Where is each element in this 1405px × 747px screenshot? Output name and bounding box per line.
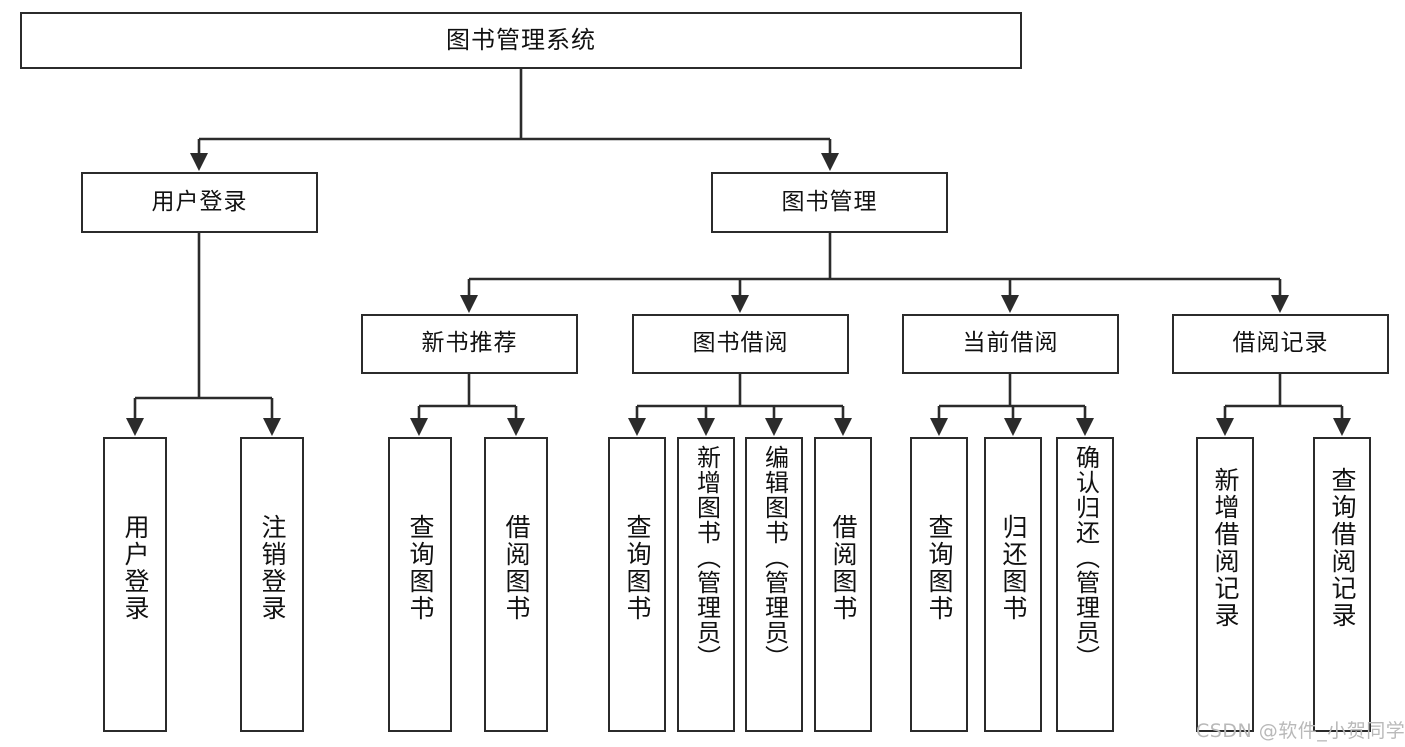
node-leaf-borrow-book-recommend[interactable]: 借阅图书: [484, 437, 548, 732]
node-label: 新增借阅记录: [1211, 467, 1240, 629]
node-leaf-borrow-book[interactable]: 借阅图书: [814, 437, 872, 732]
node-label: 借阅图书: [502, 514, 531, 622]
node-book-borrow[interactable]: 图书借阅: [632, 314, 849, 374]
node-label: 用户登录: [151, 188, 248, 215]
node-label: 图书借阅: [692, 330, 789, 357]
node-leaf-query-book-recommend[interactable]: 查询图书: [388, 437, 452, 732]
node-borrow-record[interactable]: 借阅记录: [1172, 314, 1389, 374]
node-book-management[interactable]: 图书管理: [711, 172, 948, 233]
csdn-watermark: CSDN @软件_小贺同学: [1196, 720, 1405, 742]
node-leaf-add-borrow-record[interactable]: 新增借阅记录: [1196, 437, 1254, 732]
node-user-login[interactable]: 用户登录: [81, 172, 318, 233]
node-label: 归还图书: [999, 514, 1028, 622]
node-label: 查询图书: [925, 514, 954, 622]
node-leaf-return-book[interactable]: 归还图书: [984, 437, 1042, 732]
node-label: 查询图书: [623, 514, 652, 622]
node-leaf-edit-book-admin[interactable]: 编辑图书（管理员）: [745, 437, 803, 732]
node-leaf-user-login[interactable]: 用户登录: [103, 437, 167, 732]
node-current-borrow[interactable]: 当前借阅: [902, 314, 1119, 374]
node-leaf-query-book-current[interactable]: 查询图书: [910, 437, 968, 732]
node-label: 确认归还（管理员）: [1071, 445, 1100, 670]
node-leaf-user-logout[interactable]: 注销登录: [240, 437, 304, 732]
node-leaf-confirm-return-admin[interactable]: 确认归还（管理员）: [1056, 437, 1114, 732]
node-label: 新书推荐: [421, 330, 518, 357]
node-label: 注销登录: [258, 514, 287, 622]
node-leaf-add-book-admin[interactable]: 新增图书（管理员）: [677, 437, 735, 732]
node-label: 借阅图书: [829, 514, 858, 622]
node-label: 当前借阅: [962, 330, 1059, 357]
node-label: 查询借阅记录: [1328, 467, 1357, 629]
node-label: 查询图书: [406, 514, 435, 622]
node-label: 图书管理: [781, 188, 878, 215]
node-new-book-recommend[interactable]: 新书推荐: [361, 314, 578, 374]
node-root-system[interactable]: 图书管理系统: [20, 12, 1022, 69]
node-label: 图书管理系统: [446, 26, 596, 55]
node-label: 用户登录: [121, 514, 150, 622]
node-label: 借阅记录: [1232, 330, 1329, 357]
node-label: 新增图书（管理员）: [692, 445, 721, 670]
node-leaf-query-borrow-record[interactable]: 查询借阅记录: [1313, 437, 1371, 732]
node-leaf-query-book-borrow[interactable]: 查询图书: [608, 437, 666, 732]
node-label: 编辑图书（管理员）: [760, 445, 789, 670]
